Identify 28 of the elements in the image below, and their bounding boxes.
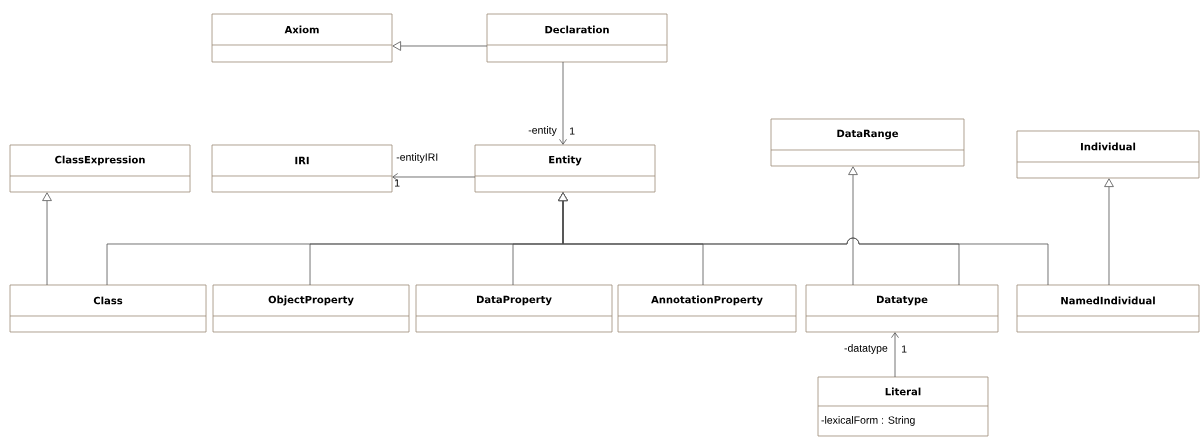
class-box: Individual <box>1016 130 1200 179</box>
generalization-arrow <box>558 192 1049 286</box>
association-arrow <box>392 173 476 181</box>
class-box: AnnotationProperty <box>617 284 797 333</box>
generalization-arrow <box>42 192 52 286</box>
multiplicity-label: 1 <box>395 179 400 187</box>
generalization-arrow <box>1104 178 1114 286</box>
role-label: -entity <box>527 125 558 137</box>
role-label: -entityIRI <box>395 152 440 164</box>
class-box: ObjectProperty <box>212 284 410 333</box>
association-arrow <box>891 332 899 378</box>
multiplicity-label: 1 <box>902 345 907 353</box>
class-box: NamedIndividual <box>1016 284 1200 333</box>
role-label: -datatype <box>843 343 889 355</box>
multiplicity-label: 1 <box>570 127 575 135</box>
class-box: Axiom <box>211 13 393 63</box>
class-box: IRI <box>211 144 393 193</box>
generalization-arrow <box>848 166 858 286</box>
class-box: DataProperty <box>415 284 613 333</box>
class-box: DataRange <box>770 118 965 167</box>
class-box: Datatype <box>805 284 999 333</box>
class-box: ClassExpression <box>9 144 191 193</box>
class-box: Class <box>9 284 207 333</box>
class-box: Entity <box>474 144 656 193</box>
generalization-arrow <box>392 41 488 51</box>
association-arrow <box>559 61 567 145</box>
class-box: Declaration <box>486 13 668 63</box>
class-box: Literal -lexicalForm : String <box>817 376 989 437</box>
